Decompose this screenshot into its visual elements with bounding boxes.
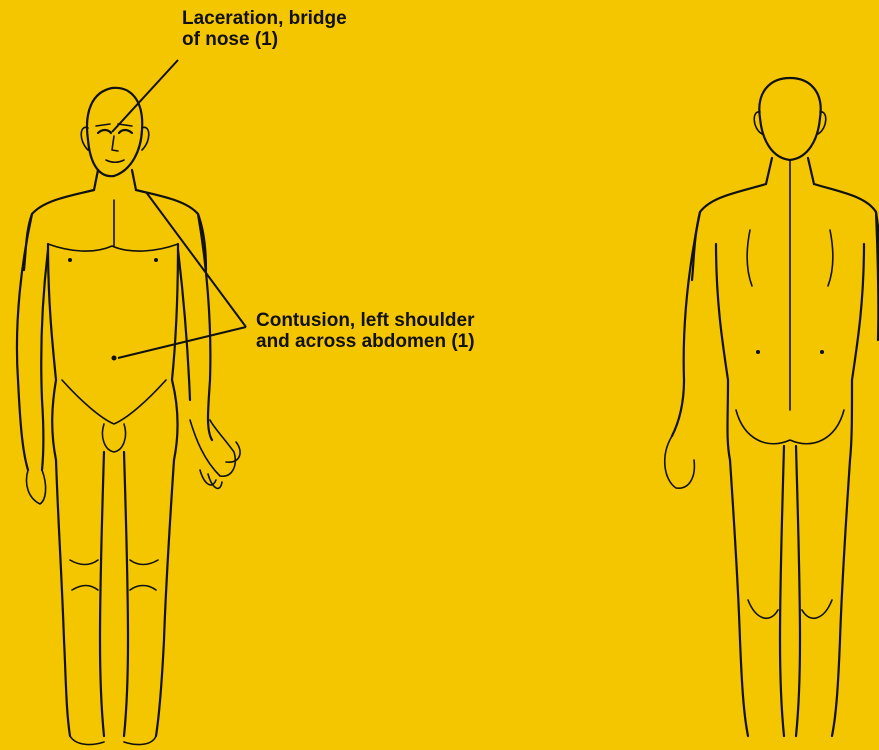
- front-hand-left: [27, 470, 46, 504]
- front-chest: [48, 244, 178, 251]
- front-leg-right-outer: [156, 460, 174, 736]
- leader-line-abdomen: [118, 327, 246, 358]
- front-arm-left: [17, 214, 48, 470]
- front-nipple-left: [68, 258, 72, 262]
- back-dimple-right: [820, 350, 824, 354]
- front-inguinal: [62, 380, 166, 424]
- front-nose: [112, 136, 118, 151]
- front-arm-right: [178, 214, 212, 440]
- front-knee-left: [70, 560, 98, 590]
- front-leg-left-outer: [56, 460, 70, 736]
- back-head-outline: [759, 78, 820, 160]
- front-body-figure: [17, 88, 240, 745]
- back-shoulders: [692, 184, 879, 280]
- front-waist-right: [172, 244, 178, 460]
- back-leg-right-inner: [796, 446, 800, 736]
- back-waist-right: [850, 244, 864, 460]
- front-brow-right: [118, 124, 132, 126]
- front-navel: [112, 356, 117, 361]
- front-eye-left: [98, 130, 111, 133]
- back-scapula-left: [747, 230, 752, 286]
- front-nipple-right: [154, 258, 158, 262]
- back-calves: [748, 600, 832, 618]
- front-leg-left-inner: [100, 452, 104, 736]
- leader-line-nose: [112, 60, 178, 132]
- back-scapula-right: [828, 230, 833, 286]
- front-eye-right: [119, 130, 132, 133]
- front-feet: [70, 736, 156, 744]
- front-waist-left: [48, 244, 56, 460]
- front-leg-right-inner: [124, 452, 128, 736]
- front-brow-left: [96, 124, 110, 126]
- back-leg-left-outer: [730, 460, 748, 736]
- back-dimple-left: [756, 350, 760, 354]
- back-waist-left: [716, 244, 730, 460]
- leader-lines: [112, 60, 246, 358]
- front-mouth: [106, 160, 124, 162]
- back-buttocks: [736, 410, 844, 444]
- back-leg-right-outer: [832, 460, 850, 736]
- back-body-figure: [665, 78, 879, 736]
- back-hand-left: [665, 436, 695, 488]
- front-hand-right: [190, 420, 235, 476]
- front-knee-right: [130, 560, 158, 590]
- back-leg-left-inner: [780, 446, 784, 736]
- front-genitals: [102, 424, 125, 452]
